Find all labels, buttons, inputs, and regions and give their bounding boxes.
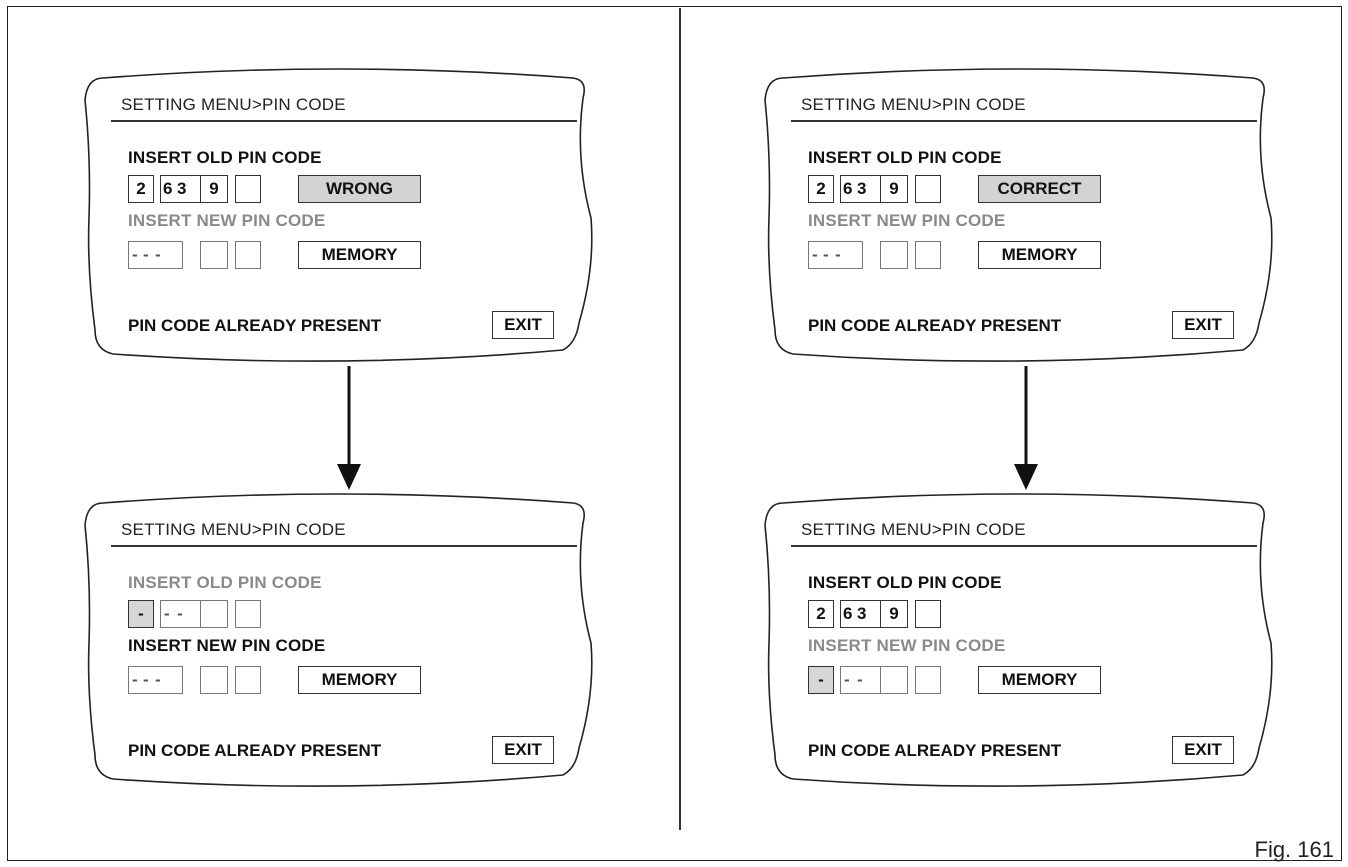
page-title: SETTING MENU>PIN CODE [801,520,1026,539]
arrow-down-left [337,366,361,490]
old-pin-label: INSERT OLD PIN CODE [128,148,322,167]
title-rule [111,120,577,122]
pin-panel-correct: SETTING MENU>PIN CODE INSERT OLD PIN COD… [763,68,1273,368]
new-pin-digit-4[interactable] [915,241,941,269]
old-pin-label: INSERT OLD PIN CODE [808,573,1002,592]
old-pin-digit-1-active[interactable]: - [128,600,154,628]
page-title: SETTING MENU>PIN CODE [121,95,346,114]
new-pin-label: INSERT NEW PIN CODE [128,211,326,230]
title-rule [111,545,577,547]
new-pin-digit-3[interactable] [200,241,228,269]
figure-frame [7,6,1342,861]
old-pin-digit-4[interactable]: 9 [880,600,908,628]
old-pin-digit-5[interactable] [915,175,941,203]
result-wrong-button[interactable]: WRONG [298,175,421,203]
exit-button[interactable]: EXIT [492,311,554,339]
old-pin-digit-4[interactable]: 9 [200,175,228,203]
page-title: SETTING MENU>PIN CODE [801,95,1026,114]
pin-panel-wrong: SETTING MENU>PIN CODE INSERT OLD PIN COD… [83,68,593,368]
result-correct-button[interactable]: CORRECT [978,175,1101,203]
status-message: PIN CODE ALREADY PRESENT [128,316,382,335]
arrow-down-right [1014,366,1038,490]
exit-button[interactable]: EXIT [1172,311,1234,339]
new-pin-digit-1-2[interactable]: --- [808,241,863,269]
new-pin-digit-4[interactable] [235,666,261,694]
center-divider [679,8,681,830]
exit-button[interactable]: EXIT [1172,736,1234,764]
status-message: PIN CODE ALREADY PRESENT [808,741,1062,760]
screen-outline [764,68,1273,362]
title-rule [791,545,1257,547]
title-rule [791,120,1257,122]
screen-outline [84,68,593,362]
new-pin-digit-3[interactable] [200,666,228,694]
figure-label: Fig. 161 [1254,837,1335,862]
old-pin-digit-4[interactable]: 9 [880,175,908,203]
old-pin-digit-1[interactable]: 2 [128,175,154,203]
new-pin-digit-3[interactable] [880,241,908,269]
old-pin-digit-5[interactable] [915,600,941,628]
new-pin-label: INSERT NEW PIN CODE [128,636,326,655]
screen-outline [84,493,593,787]
pin-panel-retry: SETTING MENU>PIN CODE INSERT OLD PIN COD… [83,493,593,793]
new-pin-label: INSERT NEW PIN CODE [808,211,1006,230]
new-pin-digit-4[interactable] [235,241,261,269]
old-pin-label: INSERT OLD PIN CODE [808,148,1002,167]
old-pin-digit-2-3[interactable]: -- [160,600,202,628]
status-message: PIN CODE ALREADY PRESENT [128,741,382,760]
new-pin-digit-2-3[interactable]: -- [840,666,882,694]
old-pin-digit-4[interactable] [200,600,228,628]
old-pin-digit-5[interactable] [235,600,261,628]
new-pin-digit-1-2[interactable]: --- [128,666,183,694]
new-pin-digit-5[interactable] [915,666,941,694]
status-message: PIN CODE ALREADY PRESENT [808,316,1062,335]
old-pin-digit-1[interactable]: 2 [808,600,834,628]
old-pin-digit-1[interactable]: 2 [808,175,834,203]
memory-button[interactable]: MEMORY [298,666,421,694]
memory-button[interactable]: MEMORY [978,666,1101,694]
old-pin-digit-5[interactable] [235,175,261,203]
new-pin-digit-1-2[interactable]: --- [128,241,183,269]
page-title: SETTING MENU>PIN CODE [121,520,346,539]
screen-outline [764,493,1273,787]
new-pin-digit-1-active[interactable]: - [808,666,834,694]
memory-button[interactable]: MEMORY [298,241,421,269]
exit-button[interactable]: EXIT [492,736,554,764]
pin-panel-new-entry: SETTING MENU>PIN CODE INSERT OLD PIN COD… [763,493,1273,793]
new-pin-label: INSERT NEW PIN CODE [808,636,1006,655]
new-pin-digit-4[interactable] [880,666,908,694]
memory-button[interactable]: MEMORY [978,241,1101,269]
old-pin-label: INSERT OLD PIN CODE [128,573,322,592]
